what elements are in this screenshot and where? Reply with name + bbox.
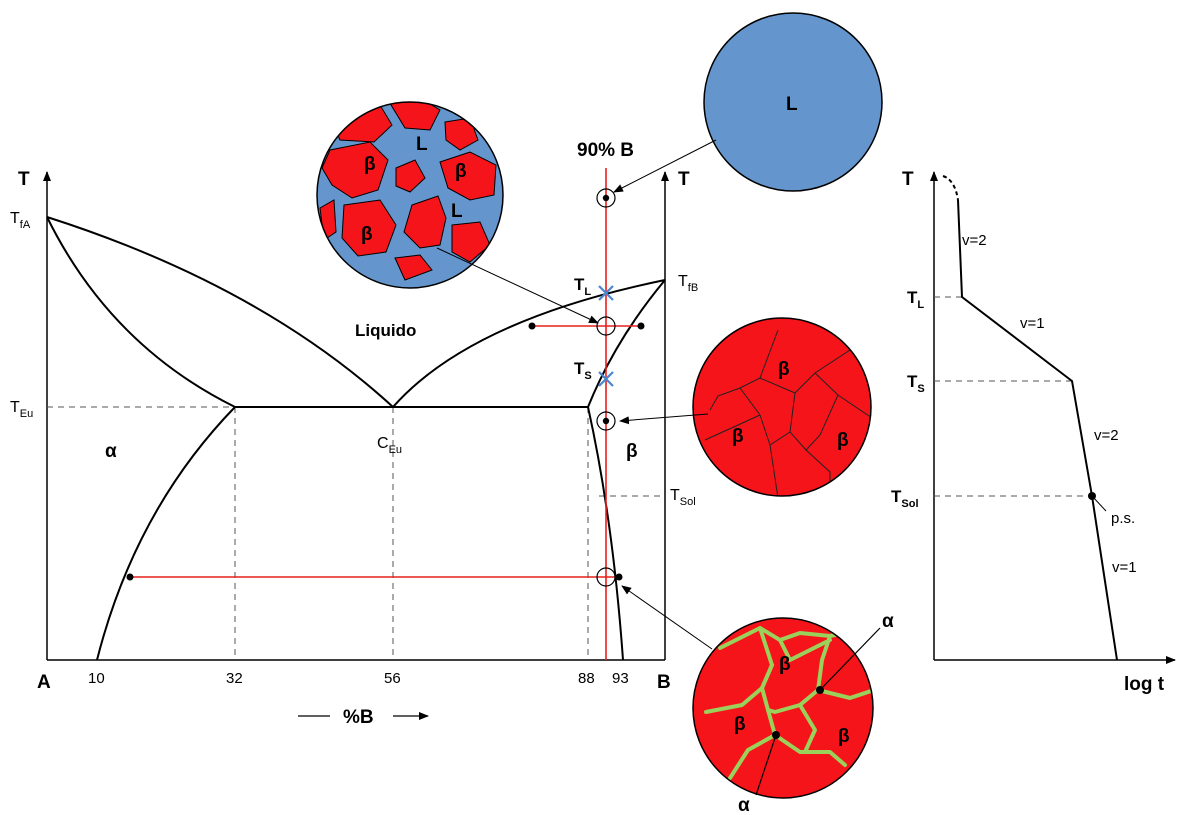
tie-point [637, 322, 645, 330]
cooling-curve: T log t TL TS TSol v=2 v=1 v=2 v=1 p.s. [891, 169, 1176, 695]
tie-point [528, 322, 536, 330]
microstructure-solid: β β β [692, 317, 872, 497]
T-L-label: TL [574, 275, 591, 298]
observation-point-solid-dot [602, 417, 610, 425]
cooling-curve-line [957, 199, 1118, 661]
pointer-precipitate [621, 585, 713, 650]
phase-diagram: T T A B 10 32 56 88 93 %B TfA TfB TEu CE… [10, 140, 698, 728]
observation-point-mushy [596, 316, 616, 336]
T-fA-label: TfA [10, 210, 31, 231]
mushy-liquid-label: L [416, 134, 428, 155]
pointer-mushy [436, 247, 599, 324]
mushy-beta-label: β [455, 161, 467, 182]
microstructure-liquid: L [703, 12, 883, 192]
mushy-liquid-label: L [451, 201, 463, 222]
cooling-y-axis-label: T [902, 169, 914, 190]
cooling-TL-label: TL [907, 288, 924, 311]
composition-line-label: 90% B [577, 140, 634, 161]
microstructure-precipitate: β β β [692, 617, 881, 799]
tie-point [615, 573, 623, 581]
solvus-beta [587, 406, 624, 661]
x-tick-32: 32 [226, 670, 243, 687]
pointer-solid [619, 413, 709, 425]
T-fB-label: TfB [678, 273, 698, 294]
observation-point-liquid-dot [602, 194, 610, 202]
liquidus-cross-marker [598, 285, 614, 301]
x-axis-label: %B [298, 707, 429, 728]
C-Eu-label: CEu [377, 435, 402, 456]
pointer-liquid [613, 139, 717, 193]
solidus-A-side [46, 216, 236, 408]
cooling-rate-label: v=2 [962, 232, 987, 249]
liquid-phase-label: L [786, 94, 798, 115]
liquid-region-label: Liquido [355, 321, 416, 340]
precipitate-beta-label: β [734, 714, 746, 735]
ps-leader [1091, 495, 1107, 512]
alpha-region-label: α [105, 441, 117, 462]
y-axis-label-left: T [18, 169, 30, 190]
corner-label-B: B [657, 672, 671, 693]
tie-point [126, 573, 134, 581]
alpha-precipitate-label: α [882, 611, 894, 632]
beta-region-label: β [626, 441, 638, 462]
ps-label: p.s. [1111, 510, 1135, 527]
precipitate-beta-label: β [838, 726, 850, 747]
solid-beta-label: β [732, 426, 744, 447]
cooling-curve-dashed-start [942, 175, 959, 201]
observation-point-solid [596, 411, 616, 431]
svg-text:%B: %B [343, 707, 374, 728]
corner-label-A: A [37, 672, 51, 693]
mushy-beta-label: β [364, 154, 376, 175]
mushy-beta-label: β [361, 224, 373, 245]
x-tick-56: 56 [384, 670, 401, 687]
x-tick-88: 88 [578, 670, 595, 687]
T-S-label: TS [574, 359, 592, 382]
y-axis-label-right: T [678, 169, 690, 190]
T-Sol-label: TSol [670, 487, 696, 508]
precipitate-beta-label: β [779, 654, 791, 675]
alpha-precipitate-label: α [738, 795, 750, 815]
solid-beta-label: β [778, 359, 790, 380]
cooling-rate-label: v=1 [1020, 315, 1045, 332]
solvus-alpha [96, 406, 236, 661]
cooling-rate-label: v=1 [1112, 559, 1137, 576]
observation-point-liquid [596, 188, 616, 208]
cooling-TS-label: TS [907, 372, 925, 395]
solidus-B-side [587, 279, 666, 408]
solidus-cross-marker [598, 371, 614, 387]
liquidus-B-side [392, 279, 666, 408]
observation-point-precipitate [596, 567, 616, 587]
cooling-x-axis-label: log t [1124, 674, 1165, 695]
liquidus-A-side [46, 216, 394, 408]
x-tick-93: 93 [612, 670, 629, 687]
x-tick-10: 10 [88, 670, 105, 687]
microstructure-mushy: β L β L β [316, 101, 504, 289]
cooling-TSol-label: TSol [891, 487, 919, 510]
cooling-rate-label: v=2 [1094, 427, 1119, 444]
solid-beta-label: β [837, 430, 849, 451]
T-Eu-label: TEu [10, 399, 33, 420]
